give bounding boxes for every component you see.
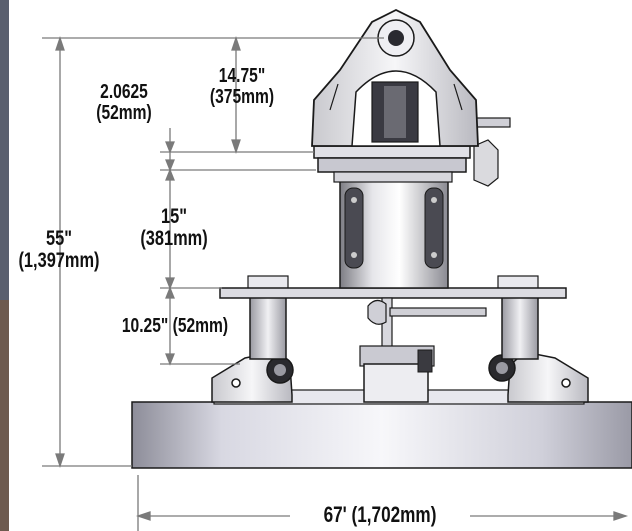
total-height-metric: (1,397mm) [18,249,100,273]
total-height-imperial: 55" [45,227,72,250]
dimension-lines [42,35,629,531]
cylinder [339,179,449,289]
right-bracket [488,351,589,403]
top-height-label: 14.75" (375mm) [203,66,281,108]
center-linkage [359,297,487,403]
collar-height-imperial: 2.0625 [100,81,148,103]
base-width-text: 67' (1,702mm) [323,502,437,527]
top-height-metric: (375mm) [209,86,275,108]
lower-height-text: 10.25" (52mm) [121,315,229,337]
mid-plate [219,287,567,299]
collar-height-metric: (52mm) [96,102,152,124]
lower-height-label: 10.25" (52mm) [109,316,242,337]
left-edge-strip-detail [0,300,9,531]
base-width-label: 67' (1,702mm) [310,503,450,526]
cylinder-height-label: 15" (381mm) [135,205,213,251]
top-height-imperial: 14.75" [218,65,266,87]
base-plate [131,389,632,469]
left-edge-strip [0,0,9,531]
collar-height-label: 2.0625 (52mm) [85,82,163,124]
total-height-label: 55" (1,397mm) [16,227,102,273]
left-bracket [211,351,294,403]
cylinder-height-metric: (381mm) [140,227,208,251]
collar-flange [313,117,511,187]
cylinder-height-imperial: 15" [160,205,187,228]
top-assembly [311,8,479,147]
